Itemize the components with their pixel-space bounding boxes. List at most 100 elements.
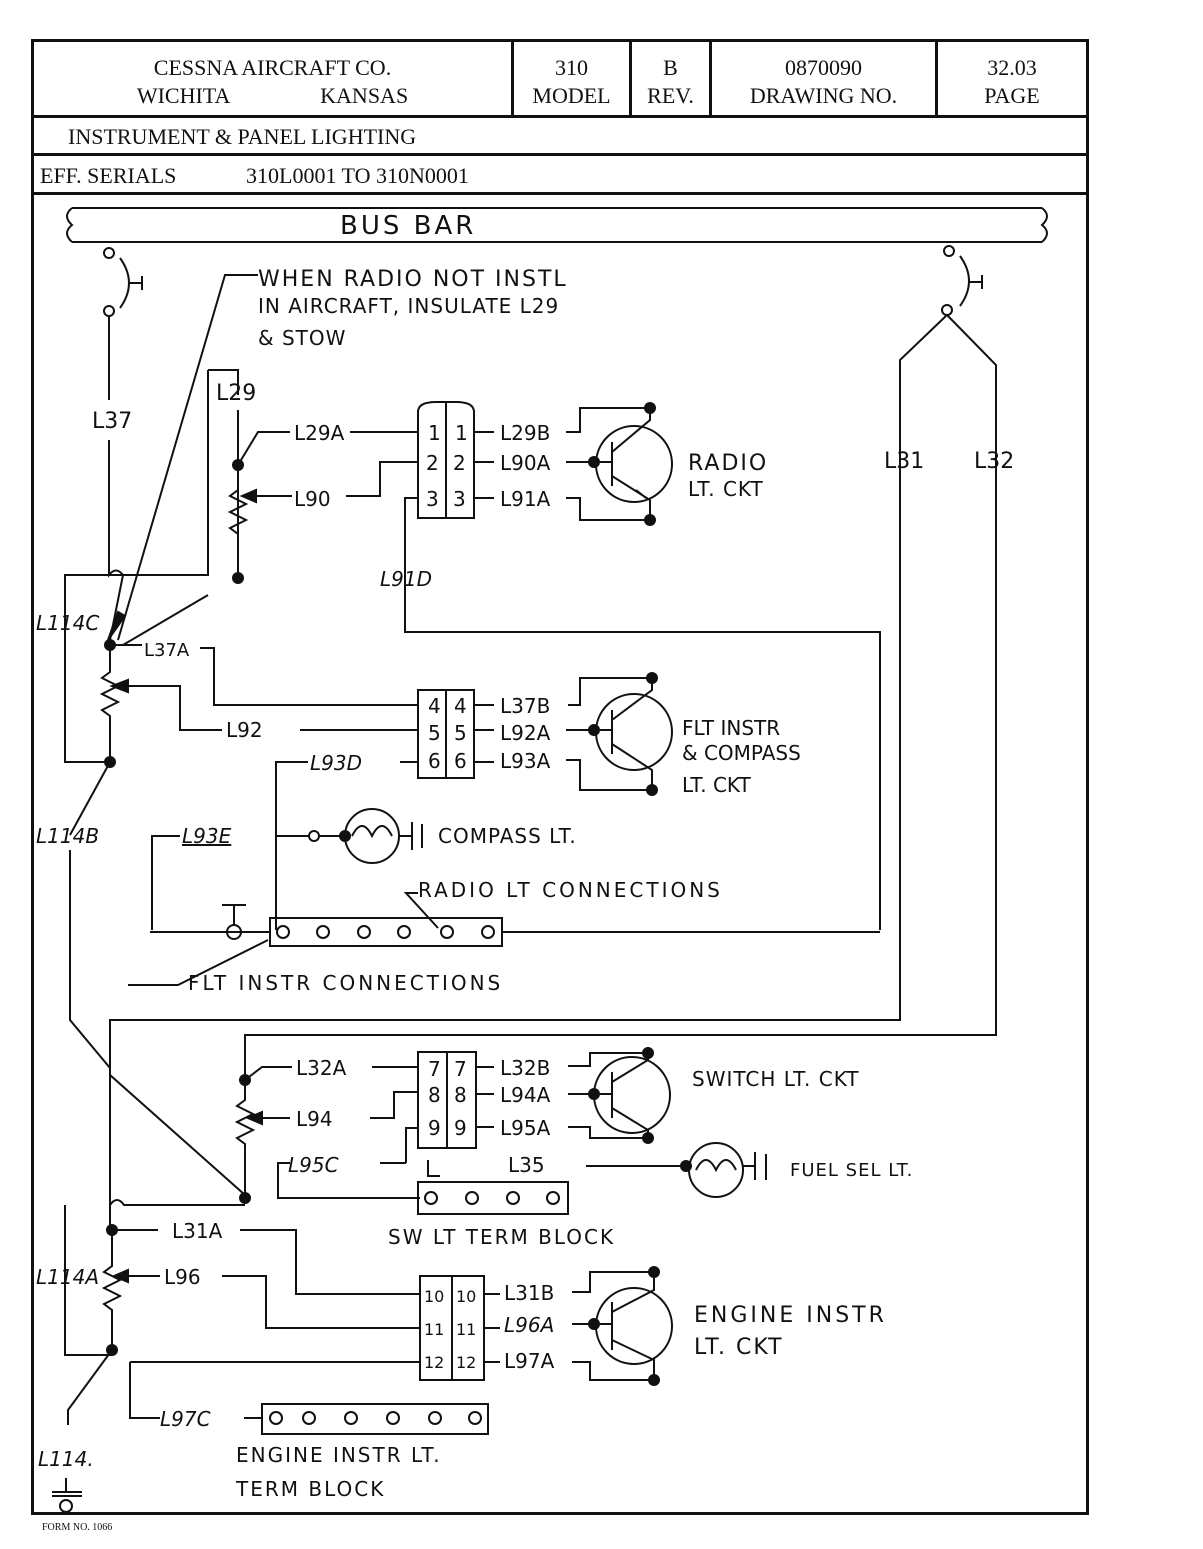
wire-label-l32b: L32B (500, 1056, 550, 1080)
arrow-head (107, 610, 127, 641)
wire-l91d (404, 612, 881, 930)
form-number: FORM NO. 1066 (42, 1522, 113, 1533)
transistor-switch-icon (588, 1047, 671, 1144)
pin-1: 1 (428, 421, 441, 445)
engine-ckt-line1: ENGINE INSTR (694, 1303, 887, 1328)
resistor-flt-dimmer-icon (99, 645, 121, 762)
pin-5: 5 (454, 721, 467, 745)
company-location: WICHITA KANSAS (34, 82, 511, 110)
pin-10: 10 (424, 1287, 444, 1306)
drawing-no-value: 0870090 (785, 55, 862, 80)
company-cell: CESSNA AIRCRAFT CO. WICHITA KANSAS (34, 42, 514, 115)
connector-1-3 (417, 401, 475, 519)
flt-radio-term-block-icon (150, 904, 880, 947)
drawing-sheet: CESSNA AIRCRAFT CO. WICHITA KANSAS 310 M… (31, 39, 1089, 1515)
model-label: MODEL (532, 83, 611, 108)
transistor-radio-icon (588, 402, 673, 526)
wire-label-l35: L35 (508, 1153, 545, 1177)
pin-2: 2 (426, 451, 439, 475)
wire-l31-l32 (109, 314, 997, 1205)
resistor-switch-dimmer-icon (234, 1075, 256, 1198)
model-value: 310 (555, 55, 588, 80)
radio-callout-leader (403, 892, 439, 929)
radio-lt-connections-label: RADIO LT CONNECTIONS (418, 878, 723, 902)
pin-9: 9 (454, 1116, 467, 1140)
pin-12: 12 (456, 1353, 476, 1372)
wire-label-l97c: L97C (160, 1407, 211, 1431)
wire-l114b (69, 761, 246, 1196)
wire-label-l94a: L94A (500, 1083, 551, 1107)
fuel-sel-lamp-icon (688, 1142, 767, 1198)
rev-cell: B REV. (632, 42, 712, 115)
transistor-engine-icon (588, 1266, 673, 1386)
circuit-breaker-left-icon (103, 247, 143, 317)
bus-bar: BUS BAR (66, 207, 1048, 243)
pin-8: 8 (428, 1083, 441, 1107)
wire-label-l29: L29 (216, 381, 256, 406)
circuit-breaker-right-icon (941, 245, 983, 316)
wire-label-l95a: L95A (500, 1116, 551, 1140)
engine-feed-wires (67, 1229, 420, 1425)
wire-label-l90a: L90A (500, 451, 551, 475)
connector-10-12 (419, 1275, 485, 1381)
wire-label-l91a: L91A (500, 487, 551, 511)
wire-l114a-loop (64, 1199, 245, 1356)
wire-l93e (151, 835, 345, 930)
compass-lamp-icon (344, 808, 423, 864)
wire-label-l114b: L114B (36, 824, 99, 848)
engine-ckt-line2: LT. CKT (694, 1335, 784, 1360)
switch-ckt-label: SWITCH LT. CKT (692, 1067, 859, 1091)
wire-label-l31: L31 (884, 449, 924, 474)
resistor-engine-dimmer-icon (101, 1230, 123, 1350)
wire-label-l94: L94 (296, 1107, 333, 1131)
pin-11: 11 (456, 1320, 476, 1339)
rev-value: B (663, 55, 678, 80)
sw-lt-term-block-label: SW LT TERM BLOCK (388, 1225, 615, 1249)
wire-label-l114: L114. (38, 1447, 94, 1471)
compass-lamp-label: COMPASS LT. (438, 824, 577, 848)
pin-6: 6 (454, 749, 467, 773)
note-line1: WHEN RADIO NOT INSTL (258, 267, 568, 292)
company-state: KANSAS (320, 83, 409, 108)
radio-feed-wires (237, 431, 418, 612)
pin-11: 11 (424, 1320, 444, 1339)
fuel-sel-lamp-label: FUEL SEL LT. (790, 1160, 913, 1181)
effectivity-label: EFF. SERIALS (40, 163, 177, 188)
wire-label-l29a: L29A (294, 421, 345, 445)
junction-dot (239, 1192, 251, 1204)
wire-label-l96: L96 (164, 1265, 201, 1289)
page-value: 32.03 (987, 55, 1037, 80)
wire-label-l93d: L93D (310, 751, 362, 775)
bus-bar-label: BUS BAR (340, 211, 476, 241)
page-cell: 32.03 PAGE (938, 42, 1086, 115)
flt-ckt-line3: LT. CKT (682, 773, 751, 797)
wire-label-l96a: L96A (504, 1313, 554, 1337)
pin-7: 7 (454, 1057, 467, 1081)
pin-10: 10 (456, 1287, 476, 1306)
engine-term-block-line1: ENGINE INSTR LT. (236, 1443, 442, 1467)
company-name: CESSNA AIRCRAFT CO. (153, 55, 392, 80)
wire-label-l31b: L31B (504, 1281, 554, 1305)
flt-callout-leader (128, 939, 269, 986)
wire-label-l31a: L31A (172, 1219, 223, 1243)
wire-label-l93e: L93E (182, 824, 232, 848)
pin-3: 3 (426, 487, 439, 511)
wiper-arrow-icon (239, 488, 257, 504)
pin-2: 2 (453, 451, 466, 475)
pin-7: 7 (428, 1057, 441, 1081)
pin-5: 5 (428, 721, 441, 745)
drawing-subject: INSTRUMENT & PANEL LIGHTING (68, 124, 417, 149)
effectivity-row: EFF. SERIALS 310L0001 TO 310N0001 (34, 156, 1086, 195)
wire-label-l37b: L37B (500, 694, 550, 718)
wire-label-l95c: L95C (288, 1153, 339, 1177)
wire-label-l91d: L91D (380, 567, 432, 591)
note-line2: IN AIRCRAFT, INSULATE L29 (258, 294, 559, 318)
radio-ckt-line2: LT. CKT (688, 477, 764, 501)
wire-label-l114c: L114C (36, 611, 99, 635)
drawing-no-cell: 0870090 DRAWING NO. (712, 42, 938, 115)
connector-7-9 (417, 1051, 477, 1149)
terminal-ring (308, 830, 320, 842)
wiper-arrow-icon (109, 678, 129, 694)
wire-label-l37: L37 (92, 409, 132, 434)
